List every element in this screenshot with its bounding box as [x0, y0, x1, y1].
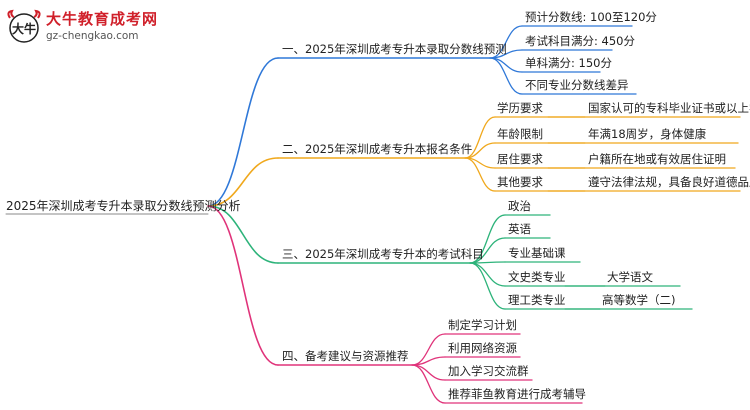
branch-4-item-1: 制定学习计划 — [448, 318, 517, 332]
branch-4-item-2: 利用网络资源 — [448, 341, 517, 355]
logo-url: gz-chengkao.com — [46, 30, 139, 42]
branch-2-to-item-4-line — [464, 157, 496, 192]
branch-3-item-4: 文史类专业 — [508, 270, 566, 284]
branch-1-label: 一、2025年深圳成考专升本录取分数线预测 — [282, 42, 507, 56]
branch-4-item-4: 推荐菲鱼教育进行成考辅导 — [448, 387, 586, 401]
branch-3-item-3: 专业基础课 — [508, 246, 566, 260]
branch-2-item-3-detail: 户籍所在地或有效居住证明 — [588, 152, 726, 166]
branch-2-item-4-detail: 遵守法律法规，具备良好道德品质 — [588, 175, 750, 189]
branch-1-item-4: 不同专业分数线差异 — [525, 78, 629, 92]
branch-1-item-2: 考试科目满分: 450分 — [525, 34, 635, 48]
branch-2-item-2-detail: 年满18周岁，身体健康 — [588, 127, 707, 141]
branch-2-item-1-detail: 国家认可的专科毕业证书或以上学历 — [588, 101, 750, 115]
root-to-branch-1-line — [207, 57, 279, 207]
branch-2-item-2: 年龄限制 — [497, 127, 543, 141]
branch-1-item-3: 单科满分: 150分 — [525, 56, 612, 70]
logo-title: 大牛教育成考网 — [46, 10, 159, 28]
branch-1-to-item-1-line — [489, 25, 523, 59]
branch-3-to-item-4-line — [469, 262, 506, 287]
root-to-branch-3-line — [207, 205, 279, 264]
branch-3-label: 三、2025年深圳成考专升本的考试科目 — [282, 247, 484, 261]
branch-3-item-2: 英语 — [508, 222, 531, 236]
branch-2-to-item-1-line — [464, 116, 496, 159]
branch-2-to-item-2-line — [464, 142, 496, 159]
site-logo: 大牛 大牛教育成考网 gz-chengkao.com — [4, 6, 174, 50]
branch-4-label: 四、备考建议与资源推荐 — [282, 349, 409, 363]
branch-2-item-1: 学历要求 — [497, 101, 543, 115]
branch-1-item-1: 预计分数线: 100至120分 — [525, 10, 657, 24]
branch-2-item-3: 居住要求 — [497, 152, 543, 166]
branch-3-item-5-detail: 高等数学（二) — [602, 293, 676, 307]
branch-4-to-item-3-line — [411, 364, 446, 381]
mindmap-root: 2025年深圳成考专升本录取分数线预测分析 — [6, 199, 241, 213]
svg-text:大牛: 大牛 — [12, 21, 36, 36]
branch-2-label: 二、2025年深圳成考专升本报名条件 — [282, 142, 473, 156]
branch-2-item-4: 其他要求 — [497, 175, 543, 189]
bull-logo-icon: 大牛 — [7, 9, 41, 43]
root-to-branch-4-line — [207, 205, 279, 366]
branch-4-to-item-1-line — [411, 333, 446, 366]
branch-3-to-item-2-line — [469, 237, 506, 264]
branch-1-to-item-4-line — [489, 57, 523, 95]
branch-3-item-5: 理工类专业 — [508, 293, 566, 307]
branch-3-to-item-5-line — [469, 262, 506, 310]
root-to-branch-2-line — [207, 157, 279, 207]
branch-3-item-4-detail: 大学语文 — [607, 270, 653, 284]
branch-4-to-item-4-line — [411, 364, 446, 404]
branch-3-item-1: 政治 — [508, 199, 531, 213]
branch-1-to-item-3-line — [489, 57, 523, 73]
branch-4-item-3: 加入学习交流群 — [448, 364, 529, 378]
